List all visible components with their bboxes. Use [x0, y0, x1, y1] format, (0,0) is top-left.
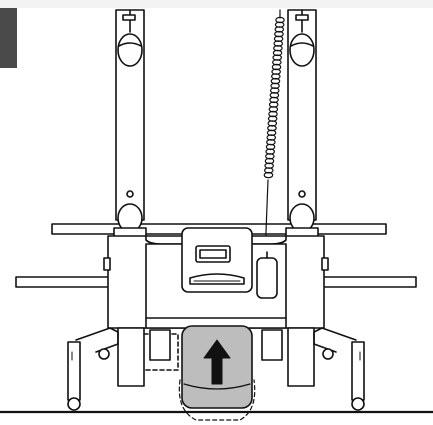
- side-section-tab: [0, 8, 17, 68]
- up-arrow-icon: [203, 339, 231, 385]
- left-mast: [113, 9, 147, 245]
- control-panel: [181, 227, 253, 293]
- page-top-band: [0, 0, 433, 8]
- left-lower-frame: [67, 327, 179, 411]
- cable-coil: [263, 171, 274, 179]
- right-mast: [285, 9, 319, 245]
- coiled-cable: [263, 9, 285, 259]
- hand-control-pendant: [256, 251, 278, 299]
- right-lower-frame: [261, 327, 365, 411]
